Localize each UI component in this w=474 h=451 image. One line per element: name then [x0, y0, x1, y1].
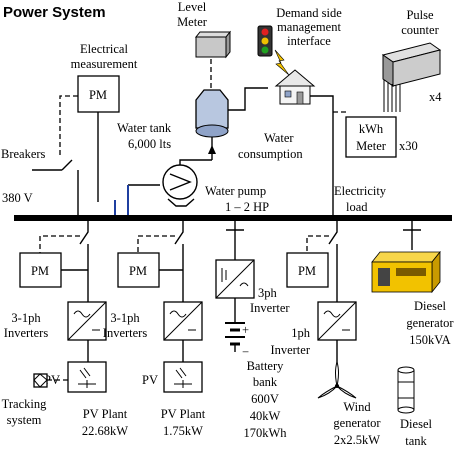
pv-plant-b-label-2: 1.75kW: [163, 424, 203, 438]
pm-branch4-label: PM: [298, 264, 316, 278]
battery-label-2: bank: [253, 375, 278, 389]
pm-box-branch1: [19, 252, 62, 288]
battery-inverter-icon: [215, 259, 255, 299]
pm-branch1-label: PM: [31, 264, 49, 278]
breaker-switch: [32, 159, 79, 217]
battery-minus-label: −: [242, 345, 249, 359]
pulse-counter-icon: [381, 42, 442, 112]
inverter-1ph-label-2: Inverter: [270, 343, 310, 357]
inverters-b-label-2: Inverters: [103, 326, 148, 340]
house-to-bus-line: [310, 95, 334, 217]
traffic-light-icon: [257, 25, 273, 57]
diagram-title: Power System: [3, 4, 106, 21]
pv-plant-b-label-1: PV Plant: [161, 407, 206, 421]
water-consumption-label-1: Water: [264, 131, 294, 145]
pv-plant-a-label-2: 22.68kW: [82, 424, 128, 438]
pm-branch2-label: PM: [129, 264, 147, 278]
house-icon: [274, 69, 316, 105]
water-pump-label-1: Water pump: [205, 184, 266, 198]
diesel-generator-icon: [371, 250, 441, 294]
water-tank-label-1: Water tank: [117, 121, 172, 135]
level-meter-label-1: Level: [178, 0, 207, 14]
pm-box-main: [77, 75, 120, 113]
diesel-gen-label-1: Diesel: [414, 299, 446, 313]
diesel-tank-icon: [397, 366, 415, 414]
tracking-system-icon: [33, 373, 48, 388]
pump-connection: [114, 185, 129, 217]
inverters-a-label-2: Inverters: [4, 326, 49, 340]
wind-label-1: Wind: [343, 400, 371, 414]
pv-plant-a-label-1: PV Plant: [83, 407, 128, 421]
inverters-b-label-1: 3-1ph: [110, 311, 140, 325]
battery-icon: [225, 322, 245, 352]
battery-label-4: 40kW: [250, 409, 281, 423]
diesel-gen-label-3: 150kVA: [409, 333, 450, 347]
branch1-link: [39, 235, 80, 253]
pipe-arrow-icon: [208, 145, 216, 154]
tracking-label-1: Tracking: [2, 397, 47, 411]
pulse-counter-label-2: counter: [401, 23, 439, 37]
electricity-load-label-2: load: [346, 200, 368, 214]
branch1-breaker: [79, 221, 89, 302]
water-consumption-label-2: consumption: [238, 147, 303, 161]
electrical-measurement-label-2: measurement: [71, 57, 138, 71]
battery-label-1: Battery: [247, 359, 285, 373]
pm-box-branch4: [286, 252, 329, 288]
kwh-meter-label-2: Meter: [356, 139, 387, 153]
pulse-counter-label-1: Pulse: [406, 8, 434, 22]
inverter-3ph-label-1: 3ph: [258, 286, 278, 300]
inverter-icon-branch1: [67, 301, 107, 341]
pv-b-label: PV: [142, 373, 158, 387]
branch4-breaker: [328, 221, 338, 302]
branch4-link: [306, 235, 329, 253]
pm-main-label: PM: [89, 88, 107, 102]
demand-side-label-2: management: [277, 20, 341, 34]
level-meter-icon: [194, 30, 232, 59]
pv-panel-icon-branch1: [67, 361, 107, 393]
battery-label-3: 600V: [251, 392, 279, 406]
inverters-a-label-1: 3-1ph: [11, 311, 41, 325]
water-pump-icon: [162, 164, 198, 207]
pump-to-tank-pipe: [179, 159, 212, 165]
kwh-meter-box: [345, 116, 397, 158]
pv-panel-icon-branch2: [163, 361, 203, 393]
water-pump-label-2: 1 – 2 HP: [225, 200, 269, 214]
inverter-3ph-label-2: Inverter: [250, 301, 290, 315]
breaker-link: [59, 95, 78, 158]
diesel-gen-label-2: generator: [406, 316, 454, 330]
inverter-1ph-label-1: 1ph: [291, 326, 311, 340]
battery-label-5: 170kWh: [243, 426, 287, 440]
battery-plus-label: +: [242, 323, 249, 337]
water-tank-label-2: 6,000 lts: [128, 137, 171, 151]
diesel-tank-label-1: Diesel: [400, 417, 432, 431]
x30-label: x30: [399, 139, 418, 153]
tracking-label-2: system: [7, 413, 42, 427]
electrical-measurement-label-1: Electrical: [80, 42, 128, 56]
breakers-label: Breakers: [1, 147, 46, 161]
wind-inverter-icon: [317, 301, 357, 341]
x4-label: x4: [429, 90, 442, 104]
demand-side-label-1: Demand side: [276, 6, 342, 20]
demand-side-label-3: interface: [287, 34, 331, 48]
water-consumption-pipe: [228, 87, 268, 111]
electricity-load-label-1: Electricity: [334, 184, 387, 198]
water-tank-icon: [195, 89, 229, 138]
wind-turbine-icon: [317, 360, 357, 399]
wind-label-3: 2x2.5kW: [334, 433, 380, 447]
level-meter-label-2: Meter: [177, 15, 208, 29]
kwh-meter-label-1: kWh: [359, 122, 384, 136]
wind-label-2: generator: [333, 416, 381, 430]
branch2-link: [137, 235, 175, 253]
branch2-breaker: [174, 221, 184, 302]
voltage-label: 380 V: [2, 191, 33, 205]
inverter-icon-branch2: [163, 301, 203, 341]
lightning-icon: [274, 49, 290, 76]
diesel-tank-label-2: tank: [405, 434, 427, 448]
